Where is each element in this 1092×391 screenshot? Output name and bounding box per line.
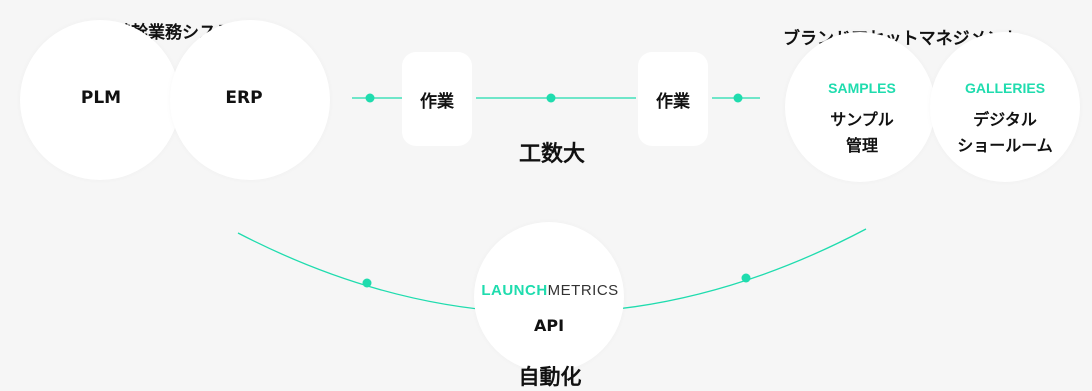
curve-dot	[741, 273, 751, 283]
samples-line2: 管理	[845, 136, 878, 155]
erp-label: ERP	[225, 88, 263, 108]
work-step-box: 作業	[402, 52, 472, 146]
galleries-line1: デジタル	[973, 110, 1037, 129]
launchmetrics-logo: LAUNCHMETRICS	[480, 282, 620, 299]
connector-dot	[546, 93, 556, 103]
erp-node	[170, 20, 330, 180]
galleries-node	[930, 32, 1080, 182]
plm-node	[20, 20, 180, 180]
work-step-label: 作業	[420, 91, 454, 112]
samples-line1: サンプル	[830, 110, 894, 129]
work-step-label: 作業	[656, 91, 690, 112]
samples-heading: SAMPLES	[828, 80, 896, 96]
galleries-heading: GALLERIES	[964, 80, 1046, 96]
launchmetrics-node	[474, 222, 624, 372]
work-step-box: 作業	[638, 52, 708, 146]
curve-dot	[362, 278, 372, 288]
brand-part1: LAUNCH	[481, 282, 548, 299]
high-effort-caption: 工数大	[518, 142, 585, 167]
galleries-line2: ショールーム	[957, 136, 1053, 155]
api-label: API	[533, 316, 565, 335]
connector-dot	[365, 93, 375, 103]
samples-node	[785, 32, 935, 182]
connector-dot	[733, 93, 743, 103]
brand-part2: METRICS	[547, 282, 619, 299]
automation-caption: 自動化	[518, 365, 582, 389]
plm-label: PLM	[80, 88, 122, 108]
